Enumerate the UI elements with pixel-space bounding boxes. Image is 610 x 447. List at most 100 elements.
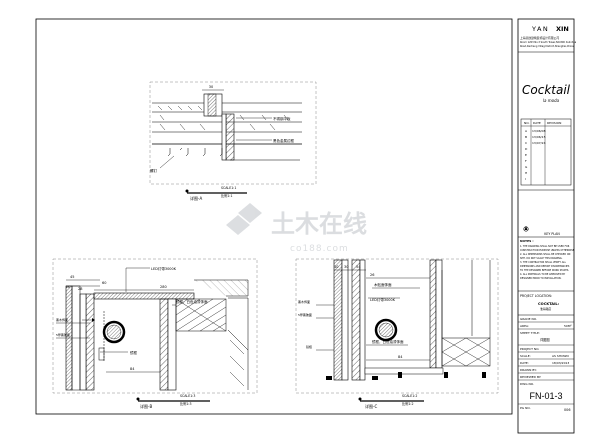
detail-c-title-text: 详图-C [365,403,377,409]
dim-b-top-2: 16 [66,285,70,289]
area-label: AREA: [520,324,529,328]
key-plan-label: KEY PLAN [544,232,560,236]
project-no-label: PROJECT NO. [520,347,539,351]
note-line: 1. THE DRAWING SHALL NOT BE USED FOR [520,245,570,248]
area-value: 50M² [564,324,572,328]
detail-a: 30 不锈钢平板 黑色金属边框 螺钉 详图-A SCALE1:1 比例1:1 [149,81,317,201]
rev-row-no: C [525,141,527,145]
rev-row: C 13/07/24 [525,141,546,145]
detail-b-scale-cn: 比例1:3 [180,401,192,406]
dwg-no-label: DWG NO. [520,382,534,386]
label-c-left-2: 5厚黑玻面 [298,312,312,317]
firm-name-right: XIN [556,25,569,33]
note-line: 2. ALL DIMENSIONS SHALL BE CHECKED ON [520,253,571,256]
notes-heading: NOTES : [520,239,534,243]
dim-b-280: 280 [160,285,167,289]
watermark-cn: 土木在线 [271,210,367,238]
label-c-left-1: 黑木饰面 [298,299,310,304]
label-a-right-1: 不锈钢平板 [273,116,291,121]
rev-row: B 13/06/15 [525,135,546,139]
detail-c-title: 详图-C SCALE1:2 比例1:2 [358,394,424,409]
detail-b-title-text: 详图-B [140,403,152,409]
note-line: DESIGNER PRIOR TO INSTALLATION. [520,277,562,280]
label-b-mid: 镜框 [130,350,137,355]
note-line: TO THE DESIGNER BEFORE WORK STARTS. [520,269,569,272]
page-number: 006 [564,408,570,412]
label-c-led: LED灯带3000K [370,297,396,302]
scale-label: SCALE: [520,354,531,358]
title-block: YAN XIN 上海燕欣建筑装饰设计有限公司 Room 1203 No.3 So… [517,18,577,434]
note-line: CONSTRUCTION PURPOSE UNLESS OTHERWISE [520,249,575,252]
north-arrow-pointer-icon [524,226,528,230]
rev-marker: I [525,177,526,181]
note-line: DIMENSIONS AND REPORT DISCREPANCIES [520,265,570,268]
drawn-by-label: DRAWN BY: [520,368,537,372]
sheet-title-value: 详图图 [540,337,550,342]
note-line: 3. THE CONTRACTOR SHALL VERIFY ALL [520,261,567,264]
rev-row-no: A [525,129,528,133]
label-a-bottom-left: 螺钉 [150,168,157,173]
rev-row-date: 13/06/08 [532,129,546,133]
label-c-top-right: 木贴面饰面 [374,282,392,287]
rev-row: A 13/06/08 [525,129,546,133]
detail-c-scale: SCALE1:2 [402,394,417,398]
dim-b-top-3: 28 [78,287,82,291]
dim-c-top-1: 10 [334,265,338,269]
page-label: PG NO. [520,406,531,410]
rev-header-date: DATE [533,121,541,125]
rev-header-no: NO. [524,121,529,125]
reviewed-by-label: REVIEWED BY: [520,375,541,379]
detail-a-title: 详图-A SCALE1:1 比例1:1 [185,186,247,201]
cocktail-sublabel: 淮海路店 [540,307,551,311]
brand-logo: Cocktail [522,83,571,97]
project-location-label: PROJECT LOCATION: [520,294,552,298]
notes-block: NOTES : 1. THE DRAWING SHALL NOT BE USED… [520,239,575,280]
screw-icon [167,147,223,157]
cocktail-label: COCKTAIL: [538,302,560,306]
watermark-en: co188.com [290,244,349,254]
detail-c: 10 30 54 26 84 木贴面饰面 LED灯带3000K 镜框，白色油漆饰… [295,258,499,409]
label-b-left-2: 5厚黑玻面 [56,332,70,337]
dim-a-top: 30 [209,85,213,89]
dim-c-top-3: 54 [356,265,361,269]
note-line: SITE. DO NOT SCALE THIS DRAWING. [520,257,563,260]
firm-subtitle: 上海燕欣建筑装饰设计有限公司 [520,36,559,40]
detail-c-scale-cn: 比例1:2 [402,401,414,406]
sheet-title-label: SHEET TITLE: [520,331,540,335]
watermark-logo-icon [226,203,262,235]
rev-marker: D [525,147,528,151]
label-a-right-2: 黑色金属边框 [273,138,294,143]
note-line: 4. ALL MATERIALS TO BE APPROVED BY [520,273,566,276]
date-label: DATE: [520,361,529,365]
detail-b-scale: SCALE1:3 [180,394,195,398]
grade-no-label: GRADE NO. [520,317,537,321]
revision-table: NO. DATE REVISION A 13/06/08 B 13/06/15 … [520,118,572,186]
date-value: 18/03/2013 [552,361,569,365]
firm-address-1: Room 1203 No.3 South Tower,NO.800 Xulinh… [520,41,577,44]
label-c-mirror: 镜框，白色油漆饰面 [372,339,404,344]
downlight-icon [374,318,398,342]
detail-b: 45 16 28 60 280 84 LED灯带3000K 镜框，白色油漆饰面 … [52,258,258,409]
scale-value: AS SHOWN [552,354,569,358]
label-b-mirror: 镜框，白色油漆饰面 [176,299,208,304]
rev-marker: E [525,153,527,157]
watermark: 土木在线 co188.com [226,203,367,254]
dim-c-84: 84 [398,355,403,359]
firm-name-left: YAN [531,25,549,33]
detail-a-title-text: 详图-A [190,195,202,201]
detail-a-scale-cn: 比例1:1 [221,193,233,198]
downlight-icon [102,320,126,344]
rev-marker: H [525,171,527,175]
firm-address-2: Road,Dachang Villag District,Shanghai,Ch… [520,45,574,48]
rev-header-revision: REVISION [547,121,561,125]
rev-marker: F [525,159,527,163]
dim-c-top-2: 30 [344,265,348,269]
rev-row-date: 13/06/15 [532,135,546,139]
dim-b-84: 84 [130,367,135,371]
sheet-border [35,18,513,415]
detail-a-scale: SCALE1:1 [221,186,236,190]
rev-row-no: B [525,135,527,139]
dim-b-60: 60 [102,281,106,285]
